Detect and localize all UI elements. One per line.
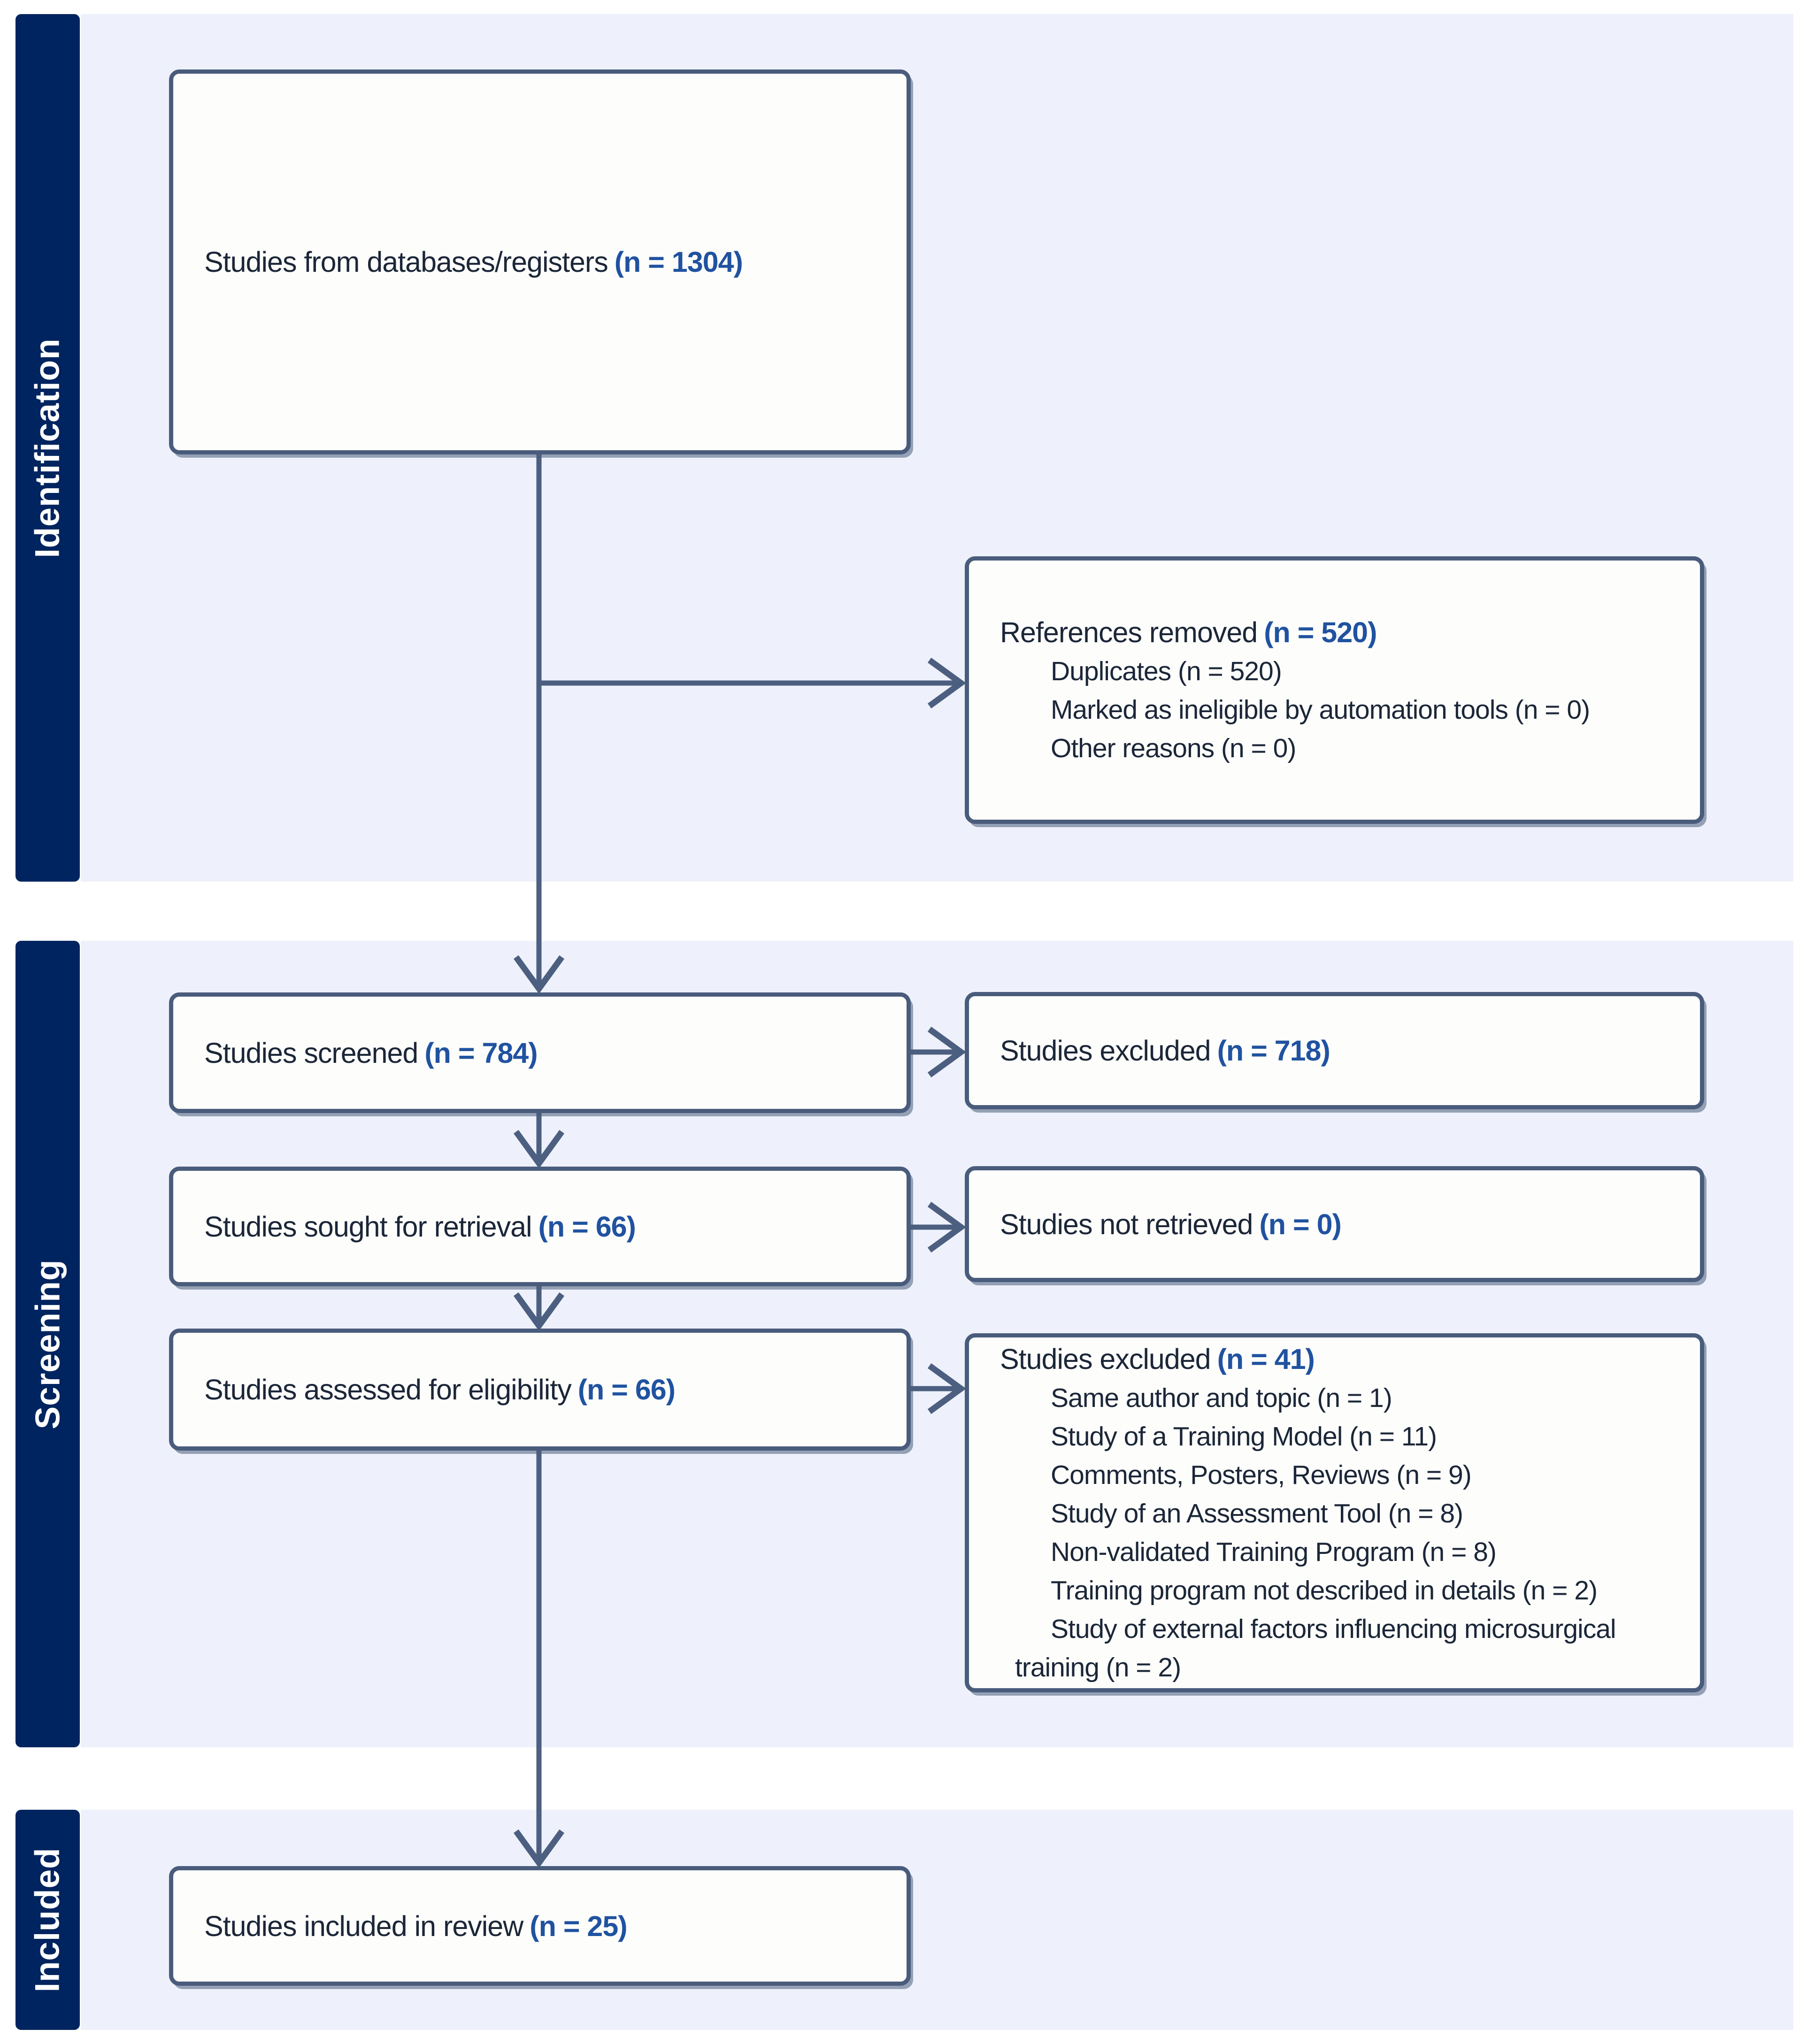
box-studies-excluded-eligibility: Studies excluded(n = 41) Same author and… [965, 1333, 1704, 1692]
box-label: Studies excluded [1000, 1035, 1211, 1067]
box-label: Studies screened [204, 1037, 418, 1069]
box-title: References removed(n = 520) [1000, 613, 1676, 652]
identification-label: Identification [29, 338, 67, 558]
box-label: Studies included in review [204, 1910, 523, 1942]
box-label: Studies not retrieved [1000, 1208, 1253, 1240]
box-references-removed: References removed(n = 520) Duplicates (… [965, 556, 1704, 824]
box-label: Studies excluded [1000, 1343, 1211, 1375]
box-title: Studies included in review(n = 25) [204, 1906, 883, 1946]
box-studies-screened: Studies screened(n = 784) [169, 992, 911, 1113]
box-count: (n = 66) [577, 1374, 676, 1406]
box-title: Studies from databases/registers(n = 130… [204, 242, 883, 282]
sidebar-screening: Screening [15, 941, 80, 1747]
box-title: Studies sought for retrieval(n = 66) [204, 1207, 883, 1246]
box-count: (n = 0) [1259, 1208, 1341, 1240]
box-title: Studies excluded(n = 718) [1000, 1031, 1676, 1070]
sidebar-included: Included [15, 1810, 80, 2030]
removal-reasons-list: Duplicates (n = 520) Marked as ineligible… [1000, 652, 1676, 768]
box-studies-from-databases: Studies from databases/registers(n = 130… [169, 69, 911, 454]
reason-item: Study of a Training Model (n = 11) [1051, 1421, 1437, 1452]
reason-item: Training program not described in detail… [1051, 1575, 1598, 1606]
box-label: References removed [1000, 616, 1258, 648]
sidebar-identification: Identification [15, 14, 80, 882]
included-label: Included [29, 1847, 67, 1992]
box-studies-not-retrieved: Studies not retrieved(n = 0) [965, 1166, 1704, 1282]
box-title: Studies screened(n = 784) [204, 1033, 883, 1073]
reason-item: Same author and topic (n = 1) [1051, 1383, 1392, 1413]
screening-label: Screening [29, 1259, 67, 1429]
box-count: (n = 718) [1217, 1035, 1330, 1067]
box-label: Studies assessed for eligibility [204, 1374, 572, 1406]
box-count: (n = 520) [1264, 616, 1377, 648]
box-count: (n = 25) [530, 1910, 627, 1942]
box-studies-excluded-screening: Studies excluded(n = 718) [965, 992, 1704, 1109]
reason-item: Study of an Assessment Tool (n = 8) [1051, 1498, 1463, 1529]
box-title: Studies assessed for eligibility(n = 66) [204, 1370, 883, 1409]
box-label: Studies from databases/registers [204, 246, 608, 278]
box-count: (n = 1304) [614, 246, 743, 278]
box-label: Studies sought for retrieval [204, 1210, 532, 1243]
box-count: (n = 66) [538, 1210, 636, 1243]
box-count: (n = 784) [424, 1037, 538, 1069]
box-studies-assessed: Studies assessed for eligibility(n = 66) [169, 1329, 911, 1451]
box-title: Studies excluded(n = 41) [1000, 1339, 1676, 1379]
box-studies-sought: Studies sought for retrieval(n = 66) [169, 1167, 911, 1286]
reason-item: Other reasons (n = 0) [1051, 733, 1296, 763]
box-count: (n = 41) [1217, 1343, 1315, 1375]
reason-item: Duplicates (n = 520) [1051, 656, 1282, 686]
reason-item: Non-validated Training Program (n = 8) [1051, 1537, 1497, 1567]
exclusion-reasons-list: Same author and topic (n = 1) Study of a … [1000, 1379, 1676, 1687]
box-title: Studies not retrieved(n = 0) [1000, 1205, 1676, 1244]
box-studies-included: Studies included in review(n = 25) [169, 1866, 911, 1986]
reason-item: Marked as ineligible by automation tools… [1051, 695, 1590, 725]
reason-item: Study of external factors influencing mi… [1015, 1614, 1616, 1683]
reason-item: Comments, Posters, Reviews (n = 9) [1051, 1460, 1472, 1490]
